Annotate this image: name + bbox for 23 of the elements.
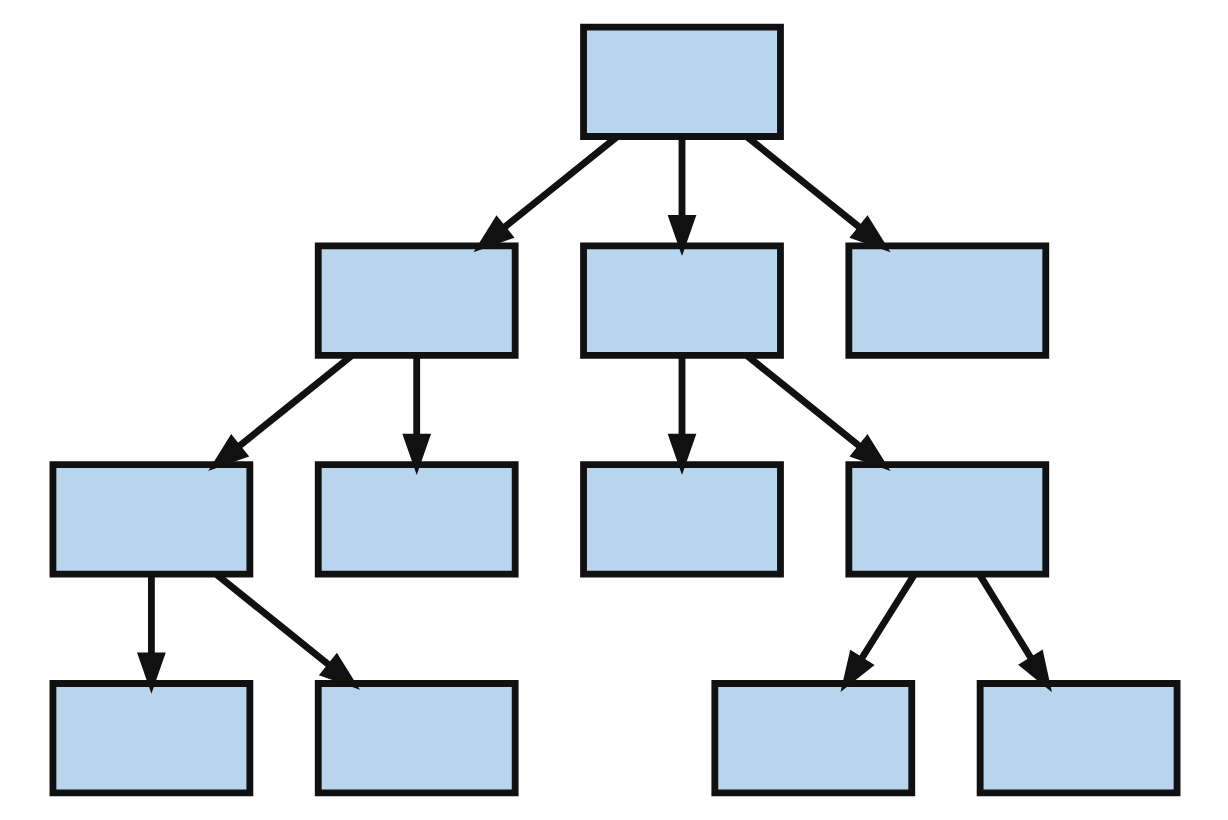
arrow [839,573,917,693]
node-box [844,461,1049,578]
node-box [579,461,783,578]
arrow [401,356,431,475]
node-box [844,242,1049,359]
arrow [213,572,359,690]
arrow [744,353,890,472]
node-box [48,461,253,578]
node-box [313,242,518,359]
arrow [207,353,353,472]
node-box [710,680,915,797]
arrow [744,134,890,253]
node-box [313,680,518,797]
arrow [472,134,618,253]
node-box [313,461,518,578]
arrow [666,356,696,475]
node-box [975,680,1180,797]
arrow [136,574,165,694]
arrow [666,137,696,257]
node-box [48,680,253,797]
node-box [579,242,783,359]
node-box [579,23,783,140]
arrow [975,573,1051,693]
